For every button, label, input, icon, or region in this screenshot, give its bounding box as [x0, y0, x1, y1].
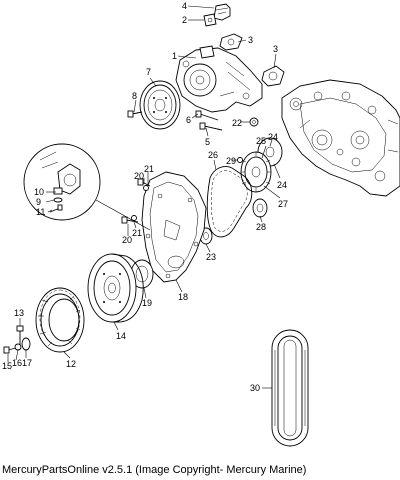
part-20-bolt-upper	[137, 178, 151, 187]
part-3-gasket-lower	[261, 65, 285, 87]
part-30-belt	[271, 329, 309, 447]
part-7-pulley	[139, 80, 181, 130]
callout-12: 12	[66, 359, 76, 369]
callout-3: 3	[273, 44, 278, 54]
part-14-harmonic-balancer	[87, 253, 144, 323]
part-16-washer	[14, 343, 22, 351]
part-1-water-pump	[175, 45, 263, 113]
callout-20: 20	[122, 235, 132, 245]
part-21-washer-upper	[143, 185, 149, 191]
callout-25: 25	[256, 136, 266, 146]
callout-19: 19	[142, 298, 152, 308]
callout-22: 22	[232, 118, 242, 128]
callout-9: 9	[36, 197, 41, 207]
callout-26: 26	[208, 150, 218, 160]
part-15-bolt	[3, 346, 17, 354]
callout-11: 11	[36, 207, 45, 217]
leader-lines	[7, 5, 281, 389]
callout-24: 24	[277, 180, 287, 190]
part-19-front-seal	[130, 259, 154, 289]
callout-17: 17	[22, 358, 32, 368]
callout-28: 28	[256, 222, 266, 232]
part-20-bolt-lower	[121, 216, 139, 224]
callout-30: 30	[250, 383, 260, 393]
part-11-bolt	[49, 204, 63, 213]
part-22-nut	[249, 117, 259, 127]
callout-21: 21	[144, 164, 154, 174]
callout-15: 15	[2, 361, 12, 371]
callout-2: 2	[182, 15, 187, 25]
part-9-oring	[53, 197, 63, 203]
callout-5: 5	[205, 137, 210, 147]
part-4-sender	[213, 3, 231, 21]
callout-27: 27	[278, 199, 288, 209]
part-28-crankshaft-sprocket	[252, 198, 268, 218]
part-26-timing-chain	[206, 166, 253, 238]
callout-6: 6	[186, 115, 191, 125]
engine-block	[281, 79, 400, 197]
callout-23: 23	[206, 252, 216, 262]
part-29-pin	[237, 157, 243, 163]
callout-29: 29	[226, 156, 236, 166]
part-5-bolt	[199, 122, 223, 131]
callout-16: 16	[12, 358, 22, 368]
callout-14: 14	[116, 331, 126, 341]
part-8-bolt	[127, 110, 143, 118]
part-6-bolt	[195, 110, 219, 121]
part-2-fitting	[203, 13, 217, 27]
part-3-gasket-upper	[219, 33, 243, 51]
part-10-sensor	[53, 187, 63, 195]
callout-10: 10	[34, 187, 44, 197]
callout-3: 3	[248, 35, 253, 45]
part-12-crankshaft-pulley	[35, 287, 85, 353]
copyright-caption: MercuryPartsOnline v2.5.1 (Image Copyrig…	[2, 464, 307, 476]
callout-13: 13	[14, 308, 24, 318]
part-18-timing-cover	[141, 171, 207, 283]
callout-8: 8	[132, 91, 137, 101]
inset-detail	[23, 143, 151, 231]
callout-4: 4	[182, 1, 187, 11]
callout-7: 7	[146, 67, 151, 77]
part-25-camshaft-sprocket	[240, 151, 272, 193]
callout-18: 18	[178, 292, 188, 302]
callout-1: 1	[172, 51, 177, 61]
callout-24: 24	[268, 132, 278, 142]
callout-21: 21	[132, 228, 142, 238]
callout-20: 20	[134, 171, 144, 181]
callout-labels: 1 2 3 3 4 5 6 7 8 9 10 11 12 13 14 15 16…	[2, 1, 288, 393]
part-21-washer-lower	[131, 215, 137, 221]
part-17-washer	[21, 337, 31, 351]
